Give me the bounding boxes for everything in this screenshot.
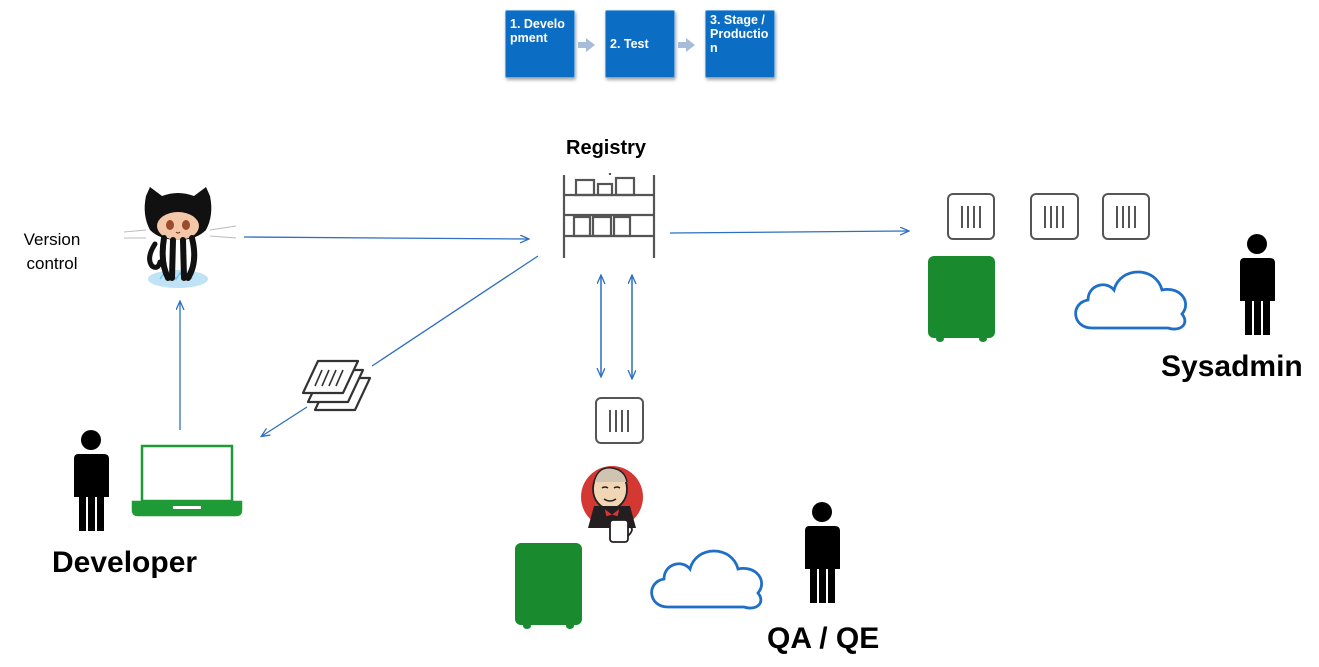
sysadmin-label: Sysadmin [1161,350,1303,383]
container-icon [1102,193,1150,240]
person-icon [805,502,840,603]
container-icon [947,193,995,240]
version-control-label: Version control [23,230,81,273]
server-icon [928,256,995,342]
qa-label: QA / QE [767,622,880,655]
jenkins-icon [581,466,643,543]
octocat-icon [123,187,237,288]
registry-shelf-icon [562,173,656,258]
developer-label: Developer [52,546,198,579]
arrow-registry-to-sysadmin [669,231,908,233]
container-icon [1030,193,1079,240]
chevron-right-icon [578,38,595,52]
person-icon [74,430,109,531]
pipeline-step-test: 2. Test [605,10,675,78]
registry-label: Registry [566,137,647,159]
container-icon [595,397,644,444]
arrow-docs-to-laptop [262,406,308,436]
pipeline-step-development: 1. Development [505,10,575,78]
pipeline-step-stage-production: 3. Stage / Production [705,10,775,78]
cloud-icon [1074,270,1188,331]
arrow-registry-to-docs [371,255,539,367]
person-icon [1240,234,1275,335]
laptop-icon [131,444,243,517]
documents-icon [301,359,372,412]
arrow-octocat-to-registry [243,237,528,239]
cloud-icon [650,549,764,610]
chevron-right-icon [678,38,695,52]
server-icon [515,543,582,629]
